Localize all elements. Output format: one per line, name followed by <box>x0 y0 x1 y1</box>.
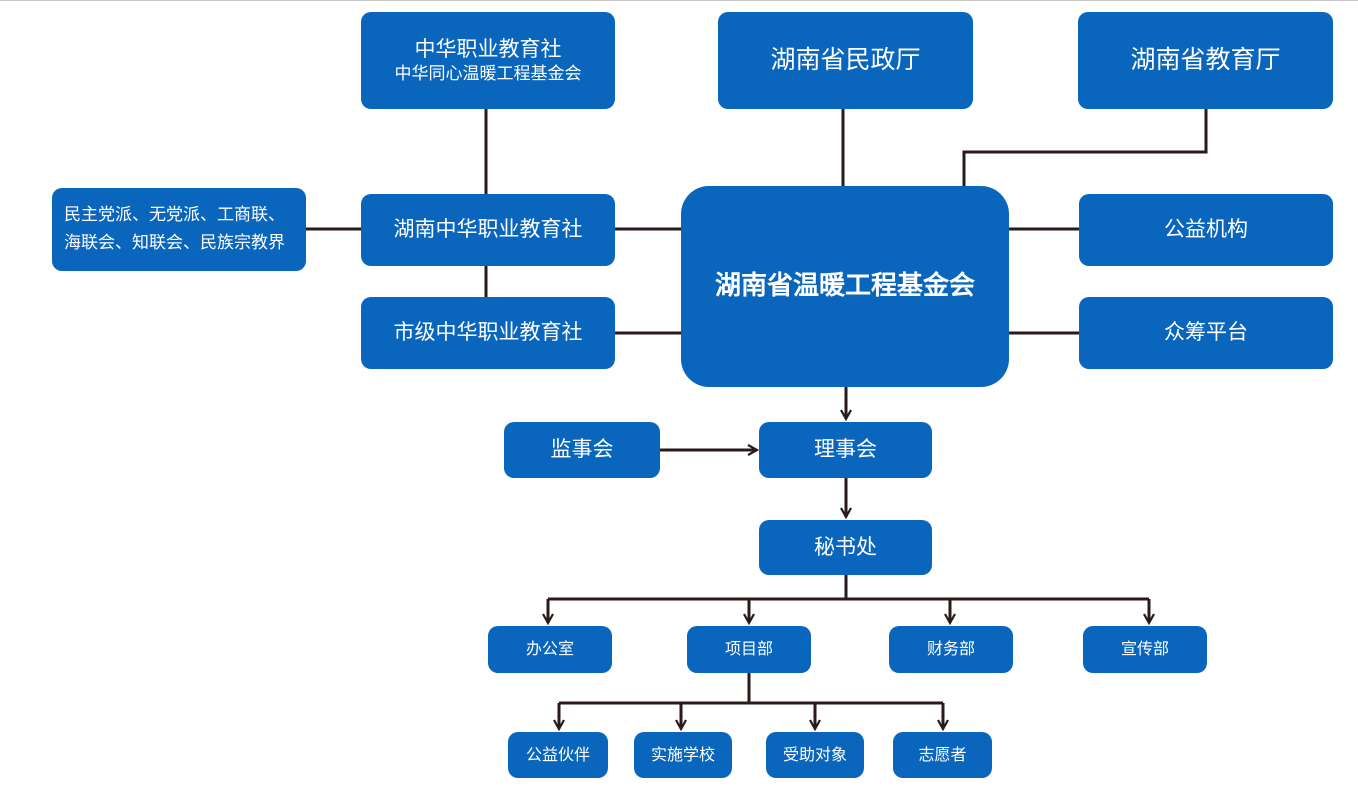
node-mishuchu: 秘书处 <box>759 520 932 575</box>
node-jiaoyu-ting: 湖南省教育厅 <box>1078 12 1333 109</box>
node-xiangmubu: 项目部 <box>687 626 811 673</box>
node-zhiyuanzhe: 志愿者 <box>893 732 992 778</box>
node-zhonghua-zhiye-jiaoyushe: 中华职业教育社 中华同心温暖工程基金会 <box>361 12 615 109</box>
node-parties-line2: 海联会、知联会、民族宗教界 <box>64 232 285 253</box>
node-zhongchou-pingtai: 众筹平台 <box>1079 297 1333 369</box>
node-parties-line1: 民主党派、无党派、工商联、 <box>64 205 285 226</box>
node-shouzhu-duixiang: 受助对象 <box>766 732 864 778</box>
node-parties: 民主党派、无党派、工商联、 海联会、知联会、民族宗教界 <box>52 188 306 271</box>
node-hunan-zhonghua: 湖南中华职业教育社 <box>361 194 615 266</box>
node-lishihui: 理事会 <box>759 422 932 478</box>
node-gongyi-jigou: 公益机构 <box>1079 194 1333 266</box>
top-border <box>0 0 1358 1</box>
node-center-foundation: 湖南省温暖工程基金会 <box>681 186 1009 387</box>
node-zhonghua-line2: 中华同心温暖工程基金会 <box>394 64 582 85</box>
node-zhonghua-line1: 中华职业教育社 <box>414 36 562 61</box>
node-minzheng-ting: 湖南省民政厅 <box>718 12 973 109</box>
node-shiji-zhonghua: 市级中华职业教育社 <box>361 297 615 369</box>
node-bangongshi: 办公室 <box>488 626 612 673</box>
node-xuanchuanbu: 宣传部 <box>1083 626 1207 673</box>
node-shishi-xuexiao: 实施学校 <box>634 732 732 778</box>
node-gongyi-huoban: 公益伙伴 <box>508 732 608 778</box>
link-jiaoyu-center <box>962 109 1208 186</box>
node-jianshihui: 监事会 <box>504 422 660 478</box>
node-caiwubu: 财务部 <box>889 626 1013 673</box>
